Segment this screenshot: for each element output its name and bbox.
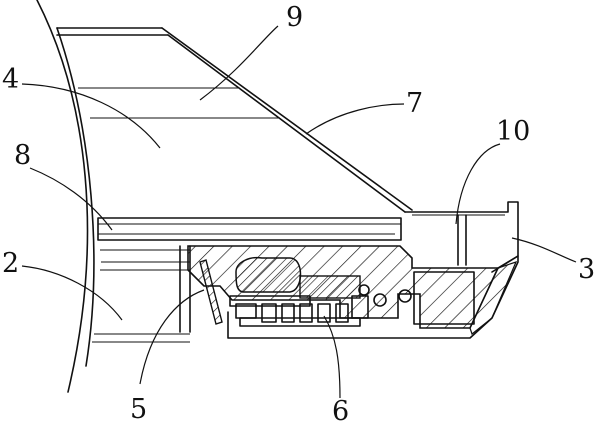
upper-panel [56,27,413,213]
label-9: 9 [286,2,303,33]
seal-plate-5 [199,259,223,325]
label-4: 4 [2,64,19,95]
label-6: 6 [332,396,349,427]
mechanism-6 [229,275,387,327]
label-10: 10 [496,116,530,147]
label-8: 8 [14,140,31,171]
bar-part-8 [97,217,402,241]
inner-channel [398,271,475,325]
right-cover [404,201,519,273]
leader-lines [21,25,577,399]
outer-curved-wall [36,0,89,393]
label-5: 5 [130,394,147,425]
inner-curved-wall [56,27,95,367]
label-3: 3 [578,254,595,285]
lower-left-plates [92,249,190,343]
label-7: 7 [406,88,423,119]
seal-bulb [235,256,302,293]
label-2: 2 [2,248,19,279]
